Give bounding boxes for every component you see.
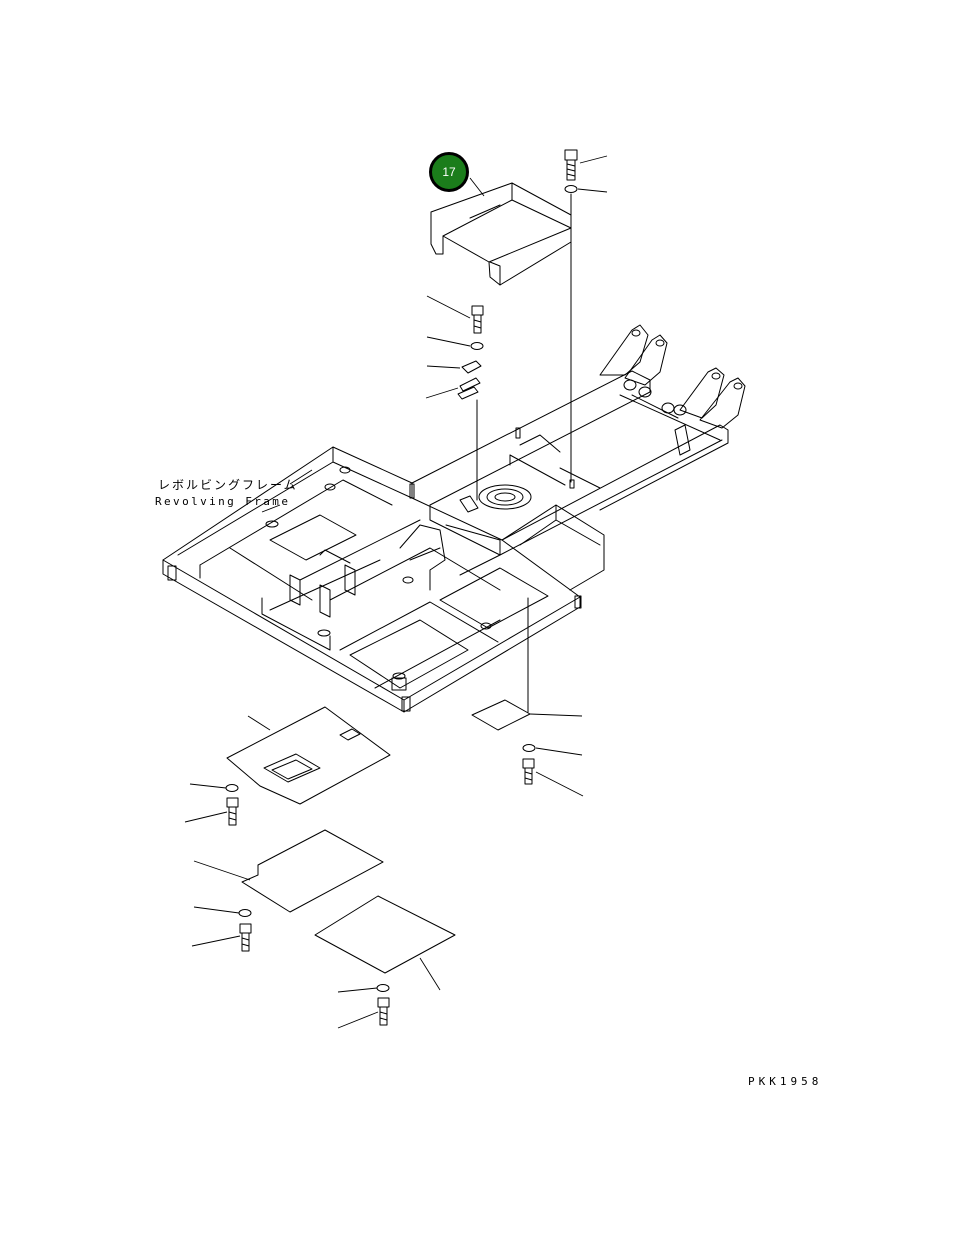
cover-part	[430, 177, 572, 286]
bolt-part	[564, 149, 608, 483]
revolving-frame-label-jp: レボルビングフレーム	[158, 478, 298, 492]
hardware-group	[425, 295, 484, 501]
callout-number: 17	[442, 165, 456, 179]
drawing-code: PKK1958	[748, 1075, 823, 1088]
under-cover-1	[184, 706, 391, 826]
callout-17[interactable]: 17	[429, 152, 469, 192]
small-cover-plate	[471, 597, 584, 797]
under-cover-3	[314, 895, 456, 1029]
under-cover-2	[191, 829, 384, 952]
revolving-frame-label-en: Revolving Frame	[155, 495, 291, 508]
revolving-frame	[162, 324, 746, 713]
